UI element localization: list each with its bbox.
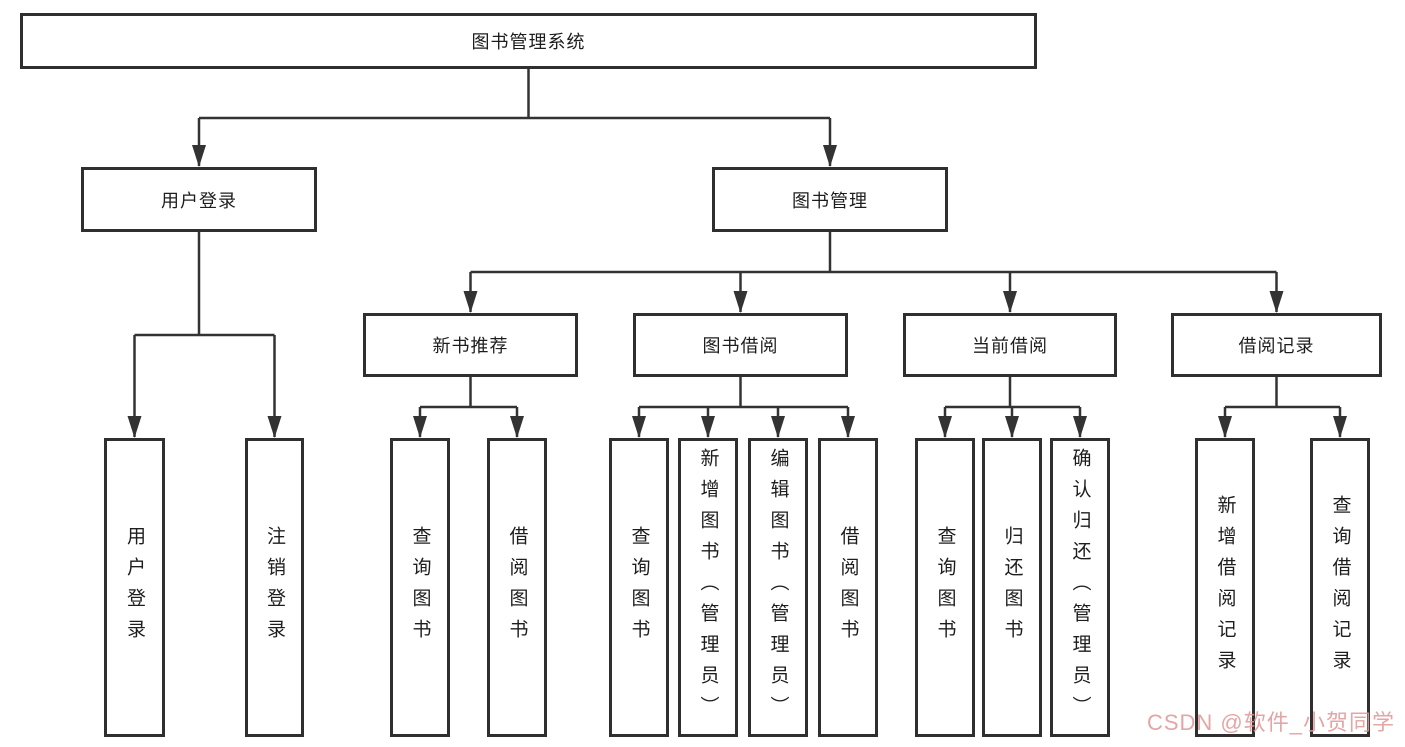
connector-root-split (199, 69, 830, 120)
leaf-confirm-return-admin: 确认归还（管理员） (1050, 438, 1110, 737)
node-label: 借阅图书 (837, 525, 859, 650)
csdn-watermark: CSDN @软件_小贺同学 (1146, 710, 1395, 735)
connector-book-mgmt-split (470, 232, 1277, 274)
leaf-borrow-query-book: 查询图书 (609, 438, 669, 737)
connector-borrow-record-split (1225, 377, 1340, 409)
node-book-borrow: 图书借阅 (633, 313, 848, 377)
leaf-newbook-borrow-book: 借阅图书 (487, 438, 547, 737)
leaf-borrow-book: 借阅图书 (818, 438, 878, 737)
connector-new-book-split (420, 377, 517, 409)
connector-current-borrow-split (945, 377, 1080, 409)
node-library-management-system: 图书管理系统 (20, 13, 1037, 69)
node-label: 用户登录 (124, 525, 145, 650)
leaf-return-book: 归还图书 (982, 438, 1042, 737)
leaf-add-borrow-record: 新增借阅记录 (1195, 438, 1255, 737)
leaf-newbook-query-book: 查询图书 (390, 438, 450, 737)
leaf-add-book-admin: 新增图书（管理员） (678, 438, 738, 737)
node-book-management: 图书管理 (712, 167, 948, 232)
connector-book-borrow-split (639, 377, 848, 409)
node-label: 新增借阅记录 (1214, 494, 1236, 681)
leaf-query-borrow-record: 查询借阅记录 (1310, 438, 1370, 737)
connector-user-login-split (134, 232, 275, 337)
node-label: 查询图书 (934, 525, 956, 650)
node-borrow-record: 借阅记录 (1171, 313, 1382, 377)
leaf-current-query-book: 查询图书 (915, 438, 975, 737)
node-label: 确认归还（管理员） (1069, 448, 1091, 727)
node-new-book-recommend: 新书推荐 (363, 313, 578, 377)
node-current-borrow: 当前借阅 (903, 313, 1117, 377)
node-label: 图书管理系统 (471, 32, 586, 52)
node-label: 当前借阅 (972, 336, 1048, 356)
node-label: 用户登录 (161, 190, 237, 211)
node-label: 注销登录 (264, 525, 285, 650)
leaf-user-login: 用户登录 (104, 438, 165, 737)
node-label: 归还图书 (1001, 525, 1023, 650)
node-label: 查询借阅记录 (1329, 494, 1351, 681)
node-label: 编辑图书（管理员） (767, 448, 789, 727)
node-label: 图书管理 (792, 190, 868, 211)
leaf-edit-book-admin: 编辑图书（管理员） (748, 438, 808, 737)
node-label: 新书推荐 (432, 336, 509, 356)
node-label: 借阅记录 (1238, 336, 1315, 356)
node-user-login: 用户登录 (81, 167, 317, 232)
node-label: 新增图书（管理员） (697, 448, 719, 727)
node-label: 借阅图书 (506, 525, 528, 650)
node-label: 查询图书 (628, 525, 650, 650)
node-label: 查询图书 (409, 525, 431, 650)
node-label: 图书借阅 (702, 336, 779, 356)
leaf-logout: 注销登录 (245, 438, 304, 737)
